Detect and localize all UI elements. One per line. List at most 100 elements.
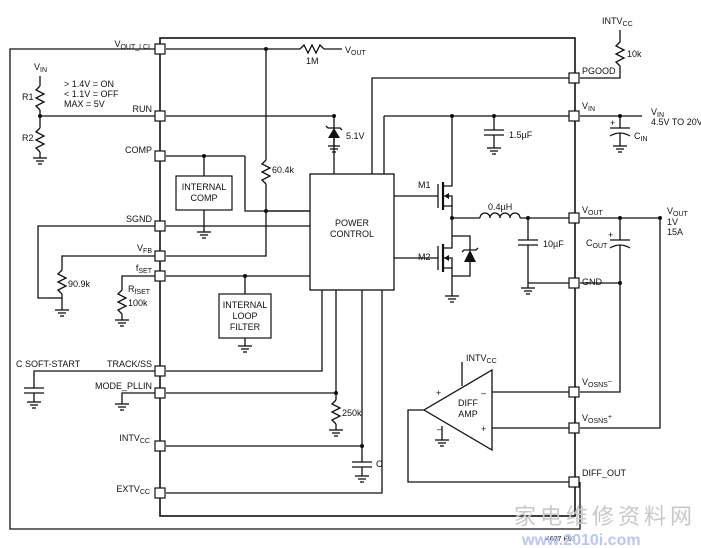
diff-out-minus-sign: – (437, 424, 442, 434)
resistor-1m-label: 1M (306, 56, 319, 66)
svg-text:VOUT_LCL: VOUT_LCL (114, 39, 152, 51)
diff-plus-sign: + (481, 424, 486, 434)
vin-right-tag: VIN (651, 107, 664, 119)
pin-extvcc: EXTVCC (116, 484, 166, 499)
pin-sgnd: SGND (126, 214, 166, 232)
inductor-label: 0.4µH (488, 202, 512, 212)
cout-label: COUT (586, 238, 608, 250)
resistor-1m (299, 43, 325, 55)
power-control-label-1: POWER (335, 218, 370, 228)
svg-text:MODE_PLLIN: MODE_PLLIN (95, 381, 152, 391)
junction-dot (658, 216, 662, 220)
diff-intvcc-label: INTVCC (466, 353, 497, 365)
resistor-10k-label: 10k (627, 49, 642, 59)
svg-text:TRACK/SS: TRACK/SS (107, 359, 152, 369)
svg-text:DIFF_OUT: DIFF_OUT (582, 468, 627, 478)
m2-drain (443, 246, 453, 249)
pin-fset: fSET (136, 263, 166, 282)
pin-vin: VIN (568, 101, 595, 122)
ground-symbol (27, 401, 41, 409)
svg-text:SGND: SGND (126, 214, 153, 224)
iout-value-label: 15A (667, 227, 683, 237)
resistor-r1-label: R1 (22, 92, 34, 102)
cin-label: CIN (634, 131, 648, 143)
pin-intvcc: INTVCC (119, 433, 166, 452)
loop-filter-label-2: LOOP (232, 311, 257, 321)
vosns-plus-external-wire (580, 218, 661, 429)
track-ss-wire (33, 370, 160, 388)
ground-symbol (197, 231, 211, 239)
vin-range-label: 4.5V TO 20V (651, 117, 701, 127)
resistor-90k9-label: 90.9k (68, 279, 91, 289)
vin-left-tag: VIN (34, 62, 47, 74)
pin-vosns-minus: VOSNS– (568, 377, 612, 398)
ground-symbol (115, 403, 129, 411)
ground-symbol (33, 157, 47, 165)
resistor-r2-label: R2 (22, 133, 34, 143)
figure-id: 4627 F01 (546, 536, 576, 543)
m2-source (443, 267, 453, 290)
ground-symbol (55, 309, 69, 317)
cap-c-label: C (376, 459, 383, 469)
diff-amp-label-2: AMP (458, 409, 478, 419)
diff-minus-sign: – (481, 388, 486, 398)
ground-symbol (115, 319, 129, 327)
junction-dot (360, 444, 364, 448)
r60k-to-vfb-wire (166, 184, 267, 257)
resistor-r2 (34, 127, 46, 153)
intvcc-top-label: INTVCC (602, 16, 633, 28)
vout-value-label: 1V (667, 217, 678, 227)
diff-amp (422, 368, 493, 452)
pin-comp: COMP (125, 145, 166, 162)
schottky-return-wire (452, 262, 471, 277)
fset-wire (121, 275, 160, 290)
schottky-bar (461, 247, 479, 253)
svg-text:INTVCC: INTVCC (119, 433, 150, 445)
pgood-internal-wire (371, 77, 569, 174)
pin-mode-pllin: MODE_PLLIN (95, 381, 166, 399)
resistor-10k (614, 41, 626, 67)
m2-label: M2 (418, 252, 431, 262)
pin-vosns-plus: VOSNS+ (568, 413, 612, 434)
pin-vout: VOUT (568, 205, 604, 224)
svg-text:PGOOD: PGOOD (582, 66, 616, 76)
sgnd-wire (37, 225, 160, 299)
mode-wire (121, 392, 160, 404)
zener-diode (325, 125, 343, 153)
svg-text:VOSNS–: VOSNS– (582, 377, 612, 389)
pin-diff-out: DIFF_OUT (568, 468, 627, 488)
internal-comp-block (175, 175, 233, 211)
resistor-90k9 (56, 269, 68, 295)
run-note-3: MAX = 5V (64, 99, 105, 109)
vout-right-tag: VOUT (667, 206, 689, 218)
run-note-2: < 1.1V = OFF (64, 89, 119, 99)
watermark-url: www.2010i.com (521, 532, 641, 548)
pin-vout-lcl: VOUT_LCL (114, 39, 166, 55)
resistor-fset (116, 289, 128, 315)
svg-text:VFB: VFB (137, 243, 152, 255)
cin-polarity: + (610, 118, 615, 128)
resistor-fset-value: 100k (128, 298, 148, 308)
svg-text:RUN: RUN (133, 104, 153, 114)
m1-drain (443, 116, 453, 187)
m1-arrow (444, 193, 449, 199)
diff-amp-label-1: DIFF (458, 398, 478, 408)
power-control-label-2: CONTROL (330, 229, 374, 239)
ground-symbol (487, 147, 501, 155)
svg-text:VOSNS+: VOSNS+ (582, 413, 612, 425)
loop-filter-label-3: FILTER (230, 322, 261, 332)
pgood-external-wire (580, 66, 621, 79)
comp-to-control-wire (244, 156, 310, 212)
extvcc-internal-wire (166, 290, 383, 494)
diff-out-internal-wire (407, 409, 569, 483)
resistor-250k (330, 399, 342, 425)
diff-out-plus-sign: + (436, 388, 441, 398)
watermark-cn: 家电维修资料网 (514, 505, 696, 530)
zener-label: 5.1V (346, 131, 365, 141)
junction-dot (332, 114, 336, 118)
resistor-r1 (34, 85, 46, 111)
vfb-wire (61, 255, 160, 270)
schottky-wire (452, 235, 471, 250)
